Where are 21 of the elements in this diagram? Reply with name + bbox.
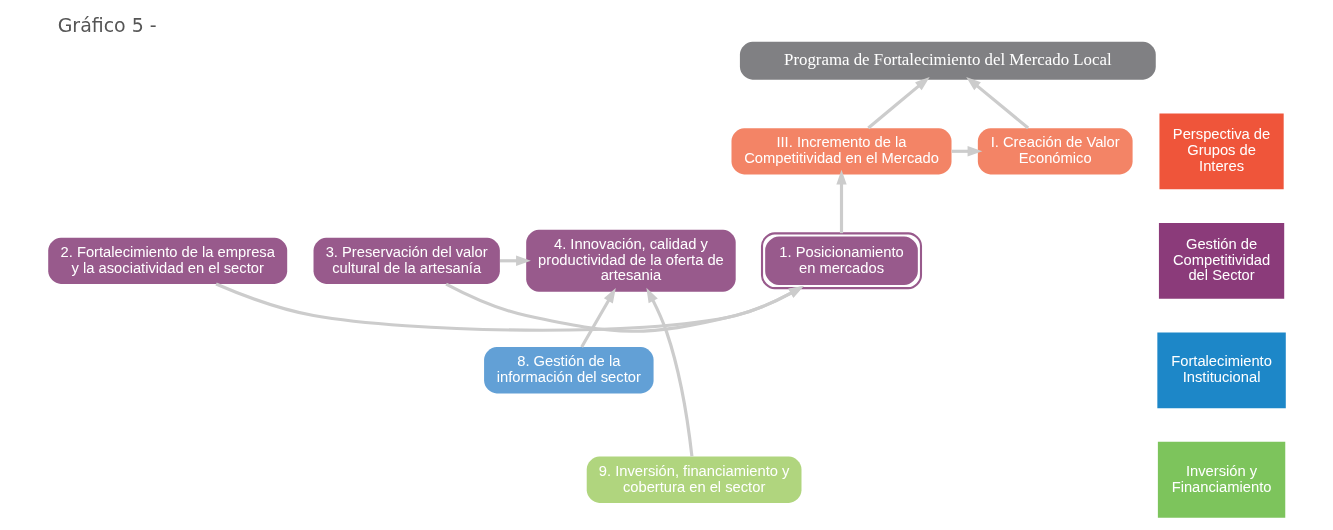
node-box: I. Creación de Valor Económico <box>977 128 1133 175</box>
arrow <box>866 76 930 130</box>
node-box: 2. Fortalecimiento de la empresa y la asociatividad en el sector <box>47 237 287 284</box>
node-box: 1. Posicionamiento en mercados <box>760 232 922 290</box>
arrow <box>835 169 847 234</box>
node-box: 9. Inversión, financiamiento y cobertura en el sector <box>586 456 801 503</box>
diagram-title: Gráfico 5 - <box>57 13 157 36</box>
node-box: Perspectiva de Grupos de Interes <box>1158 113 1284 190</box>
node-box: 8. Gestión de la información del sector <box>483 347 654 394</box>
node-box: III. Incremento de la Competitividad en el Mercado <box>731 128 951 175</box>
arrow <box>579 288 616 348</box>
node-box: Gestión de Competitividad del Sector <box>1158 222 1284 299</box>
arrow <box>214 282 804 332</box>
node-box: 4. Innovación, calidad y productividad de la oferta de artesania <box>525 229 736 292</box>
node-box: Inversión y Financiamiento <box>1157 441 1285 518</box>
arrow <box>645 287 693 457</box>
arrow <box>444 282 804 333</box>
node-box: Programa de Fortalecimiento del Mercado Local <box>739 41 1156 80</box>
node-box: Fortalecimiento Institucional <box>1156 332 1286 409</box>
arrow <box>965 76 1029 130</box>
node-box: 3. Preservación del valor cultural de la artesanía <box>313 237 500 284</box>
